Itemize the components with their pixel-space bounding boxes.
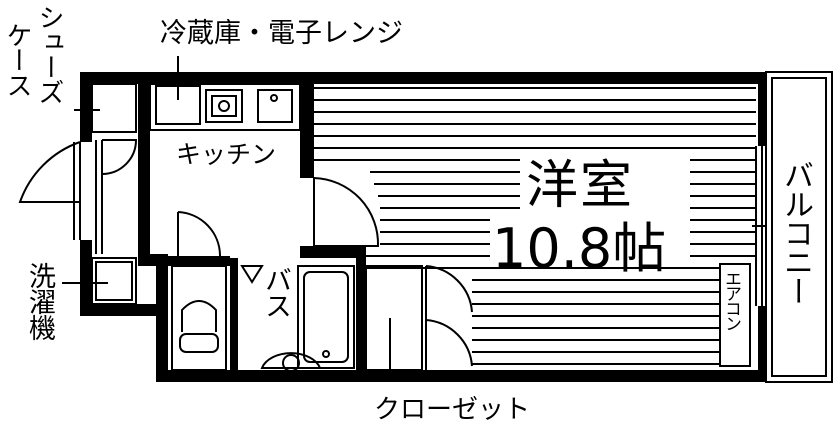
label-closet: クローゼット (374, 395, 531, 425)
label-room-name: 洋室 (526, 156, 635, 216)
label-shoe-case-2: ケース (2, 22, 32, 97)
balcony-window (752, 146, 766, 306)
label-aircon: エアコン (721, 270, 741, 330)
toilet (171, 265, 227, 371)
label-balcony: バルコニー (778, 160, 813, 305)
aircon-unit (719, 263, 751, 367)
label-bath: バス (260, 266, 291, 318)
washer-space (62, 257, 137, 305)
label-washer: 洗濯機 (24, 262, 55, 340)
kitchen-walls (168, 84, 366, 370)
closet (365, 265, 473, 382)
label-fridge-microwave: 冷蔵庫・電子レンジ (160, 18, 403, 49)
label-room-size: 10.8帖 (492, 217, 667, 280)
kitchen-counter (149, 56, 301, 131)
entrance-door (18, 141, 81, 240)
label-shoe-case-1: シューズ (34, 4, 64, 104)
toilet-door (177, 211, 222, 257)
room-flooring (314, 87, 756, 365)
kitchen-door (313, 177, 380, 247)
shoe-case (74, 83, 137, 133)
exterior-walls (80, 72, 766, 382)
label-kitchen: キッチン (176, 140, 277, 169)
bathtub (240, 265, 355, 372)
balcony (765, 71, 833, 383)
inner-door (95, 139, 138, 254)
